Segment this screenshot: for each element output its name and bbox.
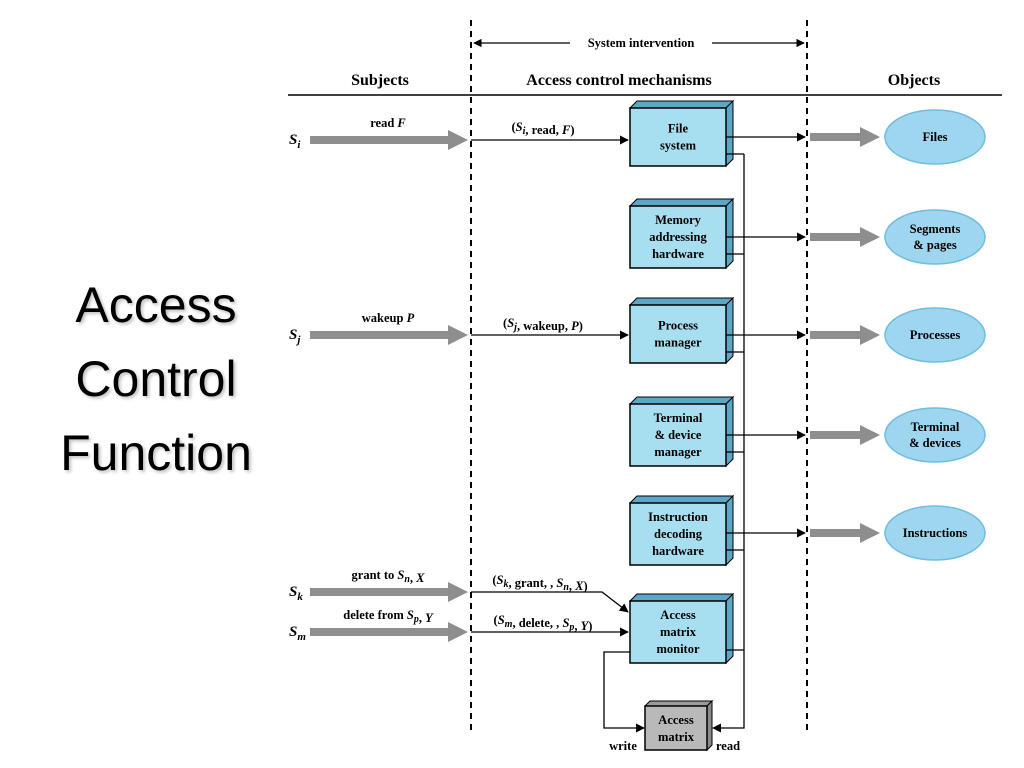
subject-label: Sj: [289, 327, 301, 346]
object-arrow: [810, 227, 880, 247]
message-label: (Sk, grant, , Sn, X): [492, 573, 587, 593]
request-label: read F: [370, 116, 406, 130]
object-ellipse: Processes: [884, 307, 986, 363]
mechanism-label: & device: [655, 428, 702, 442]
mechanism-label: addressing: [649, 230, 707, 244]
mechanism-label: Memory: [655, 213, 702, 227]
message-label: (Sm, delete, , Sp, Y): [494, 613, 593, 633]
mechanism-box: Access matrix monitor: [628, 592, 735, 665]
system-intervention-span: System intervention: [473, 36, 805, 50]
object-ellipse: Files: [884, 109, 986, 165]
access-matrix-box: Access matrix: [643, 699, 714, 752]
system-intervention-label: System intervention: [588, 36, 695, 50]
mechanisms-header: Access control mechanisms: [526, 72, 711, 89]
object-ellipse: Instructions: [884, 505, 986, 561]
message-arrow: [471, 591, 629, 613]
access-matrix-label: matrix: [658, 730, 695, 744]
mechanism-label: manager: [654, 445, 702, 459]
mechanism-box: Process manager: [628, 296, 735, 365]
read-bus: [712, 154, 745, 733]
object-arrow: [810, 523, 880, 543]
access-matrix-label: Access: [658, 713, 694, 727]
object-ellipse: Terminal & devices: [884, 407, 986, 463]
mechanism-label: Terminal: [654, 411, 703, 425]
slide-title-line-1: Access: [75, 277, 237, 333]
object-label: Terminal: [911, 420, 960, 434]
slide-title: Access Control Function: [6, 268, 306, 490]
object-ellipse: Segments & pages: [884, 209, 986, 265]
object-label: Files: [923, 130, 948, 144]
mechanism-label: matrix: [660, 625, 697, 639]
request-label: grant to Sn, X: [352, 568, 426, 585]
slide-title-line-2: Control: [75, 351, 237, 407]
mechanism-box: File system: [628, 99, 735, 168]
mechanism-label: hardware: [652, 544, 704, 558]
write-path: [603, 651, 645, 733]
subject-label: Sk: [289, 584, 303, 603]
mechanism-label: hardware: [652, 247, 704, 261]
object-arrow: [810, 325, 880, 345]
subject-label: Si: [289, 132, 301, 151]
object-label: Processes: [910, 328, 961, 342]
message-label: (Sj, wakeup, P): [503, 316, 583, 333]
object-label: Segments: [910, 222, 961, 236]
mechanism-label: monitor: [656, 642, 700, 656]
message-label: (Si, read, F): [512, 120, 575, 137]
mechanism-label: Instruction: [648, 510, 708, 524]
mechanism-box: Terminal & device manager: [628, 395, 735, 468]
object-arrow: [810, 425, 880, 445]
mechanism-label: Access: [660, 608, 696, 622]
request-label: delete from Sp, Y: [343, 608, 434, 625]
object-label: Instructions: [903, 526, 968, 540]
subjects-header: Subjects: [351, 72, 409, 89]
objects-header: Objects: [888, 72, 940, 89]
mechanism-label: File: [668, 122, 689, 136]
subject-label: Sm: [289, 624, 306, 643]
object-arrow: [810, 127, 880, 147]
object-label: & pages: [913, 238, 957, 252]
request-arrow: [310, 582, 468, 602]
mechanism-label: system: [660, 139, 697, 153]
mechanism-label: decoding: [654, 527, 703, 541]
request-label: wakeup P: [362, 311, 415, 325]
write-label: write: [609, 739, 637, 753]
object-label: & devices: [909, 436, 961, 450]
mechanism-label: manager: [654, 336, 702, 350]
request-arrow: [310, 622, 468, 642]
slide-title-line-3: Function: [60, 425, 252, 481]
mechanism-box: Instruction decoding hardware: [628, 494, 735, 567]
request-arrow: [310, 325, 468, 345]
mechanism-box: Memory addressing hardware: [628, 197, 735, 270]
request-arrow: [310, 130, 468, 150]
mechanism-label: Process: [658, 319, 698, 333]
read-label: read: [716, 739, 740, 753]
